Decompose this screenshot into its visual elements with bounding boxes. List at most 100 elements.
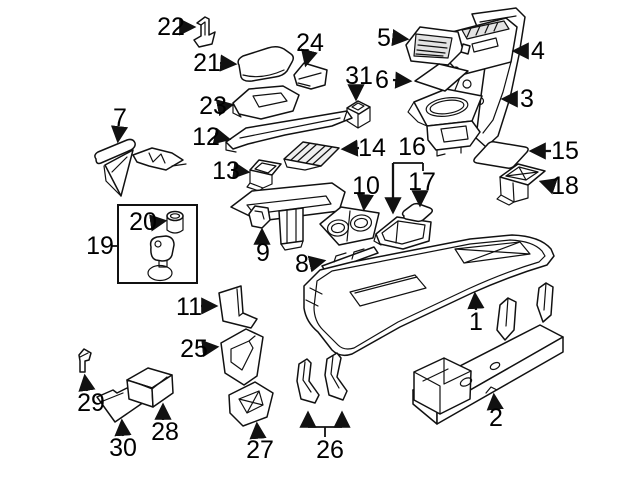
callout-12-arrow [212, 127, 232, 145]
callout-3: 3 [500, 85, 534, 113]
callout-14: 14 [340, 134, 386, 162]
part-side-trim-upper [220, 328, 264, 386]
callout-5: 5 [377, 24, 410, 52]
callout-13-arrow [232, 161, 251, 179]
callout-2-arrow [486, 392, 504, 411]
callout-18-arrow [538, 178, 558, 195]
callout-10-label: 10 [352, 172, 380, 200]
callout-28-label: 28 [151, 418, 179, 446]
callout-18: 18 [538, 172, 579, 200]
callout-16-label: 16 [398, 133, 426, 161]
callout-24-label: 24 [296, 29, 324, 57]
callout-30-arrow [114, 418, 132, 437]
part-cover-plate [414, 63, 469, 92]
callout-2: 2 [486, 392, 504, 432]
callout-11: 11 [176, 293, 219, 321]
callout-3-label: 3 [520, 85, 534, 113]
part-lid-pad [473, 141, 529, 169]
callout-24: 24 [296, 29, 324, 68]
callout-29: 29 [77, 373, 105, 417]
callout-1-label: 1 [469, 308, 483, 336]
callout-23: 23 [199, 92, 235, 120]
callout-17-label: 17 [408, 168, 436, 196]
callout-15: 15 [528, 137, 579, 165]
part-armrest-tray [232, 85, 300, 120]
callout-23-label: 23 [199, 92, 227, 120]
callout-9-label: 9 [256, 239, 270, 267]
callout-26: 26 [299, 410, 351, 464]
callout-27: 27 [246, 421, 274, 464]
part-console-body [303, 234, 555, 357]
callout-4: 4 [511, 37, 545, 65]
callout-6-label: 6 [375, 66, 389, 94]
part-lighter-element [147, 210, 184, 282]
callout-7-label: 7 [113, 104, 127, 132]
part-rubber-mat [283, 141, 340, 171]
callout-29-arrow [78, 373, 96, 392]
part-tray-mat [401, 202, 434, 223]
callout-25-label: 25 [180, 335, 208, 363]
callout-30-label: 30 [109, 434, 137, 462]
callout-4-label: 4 [531, 37, 545, 65]
part-support-frame [230, 182, 346, 251]
callout-26-label: 26 [316, 436, 344, 464]
callout-13: 13 [212, 157, 251, 185]
callout-8-arrow [307, 255, 327, 273]
callout-17: 17 [408, 168, 436, 208]
part-handbrake-boot [94, 138, 187, 197]
callout-7-arrow [110, 125, 129, 144]
callout-21: 21 [193, 49, 238, 77]
callout-20: 20 [129, 208, 168, 236]
callout-8: 8 [295, 250, 327, 278]
callout-5-arrow [391, 29, 410, 47]
callout-21-label: 21 [193, 49, 221, 77]
callout-27-label: 27 [246, 436, 274, 464]
callout-29-label: 29 [77, 389, 105, 417]
part-side-trim-lower [228, 381, 274, 427]
callout-9: 9 [253, 227, 271, 267]
callout-10-arrow [356, 193, 374, 212]
callout-10: 10 [352, 172, 380, 212]
callout-22: 22 [157, 13, 197, 41]
callout-15-label: 15 [551, 137, 579, 165]
callout-18-label: 18 [551, 172, 579, 200]
part-switch-panel [405, 26, 471, 66]
part-storage-tray [373, 216, 432, 250]
callout-12: 12 [192, 123, 232, 151]
part-storage-box [246, 159, 282, 192]
part-holder-insert [496, 163, 546, 206]
callout-23-arrow [215, 99, 235, 117]
callout-8-label: 8 [295, 250, 309, 278]
callout-27-arrow [249, 421, 267, 440]
part-storage-bin [126, 367, 174, 408]
callout-22-label: 22 [157, 13, 185, 41]
part-bracket-pair [296, 352, 348, 404]
part-trim-strip-long [225, 110, 353, 153]
part-cupholder [319, 206, 380, 246]
callout-20-label: 20 [129, 208, 157, 236]
callout-14-arrow [340, 139, 360, 157]
callout-30: 30 [109, 418, 137, 462]
callout-14-label: 14 [358, 134, 386, 162]
part-armrest-lid [237, 45, 295, 82]
callout-5-label: 5 [377, 24, 391, 52]
part-fastener [78, 348, 92, 373]
callout-25-arrow [201, 339, 220, 358]
callout-2-label: 2 [489, 404, 503, 432]
callout-24-arrow [300, 48, 318, 68]
callout-21-arrow [219, 54, 238, 72]
callout-19-label: 19 [86, 232, 114, 260]
part-end-trim [218, 285, 258, 329]
callout-12-label: 12 [192, 123, 220, 151]
part-mounting-bracket [412, 282, 564, 425]
part-clip [193, 16, 216, 48]
callout-28: 28 [151, 402, 179, 446]
callout-6-arrow [392, 71, 413, 89]
callout-16-bracket [393, 162, 424, 171]
callout-1-arrow [467, 291, 485, 311]
callout-7: 7 [110, 104, 129, 144]
callout-25: 25 [180, 335, 220, 363]
callout-1: 1 [467, 291, 485, 336]
